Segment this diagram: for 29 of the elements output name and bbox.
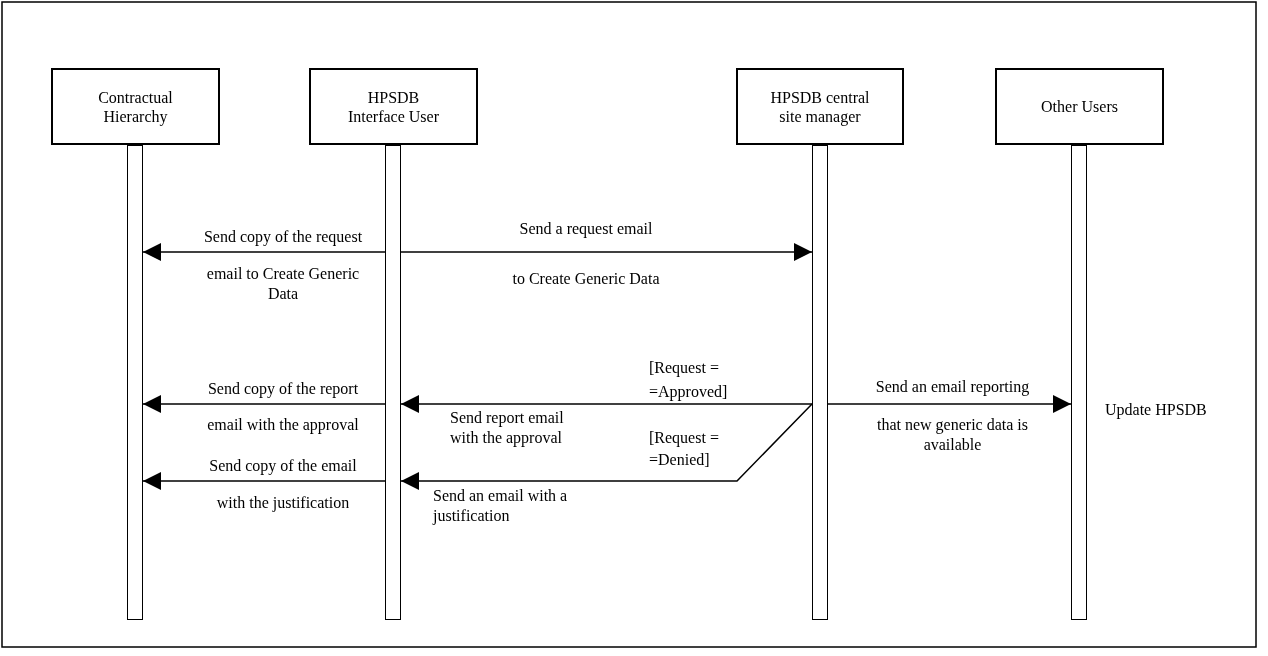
lifeline-box <box>736 68 904 145</box>
message-label: Send a request email to Create Generic Data <box>511 219 661 289</box>
lifeline-box <box>995 68 1164 145</box>
lifeline-name: HPSDB Interface User <box>346 87 440 126</box>
message-arrow <box>142 243 386 261</box>
lifeline-box <box>51 68 220 145</box>
guard-condition: [Request = =Approved] <box>649 358 729 403</box>
activation-bar <box>127 145 143 620</box>
activation-bar <box>1071 145 1087 620</box>
message-arrow <box>400 395 813 413</box>
message-label: Send copy of the email with the justification <box>208 456 358 513</box>
message-label: Send copy of the request email to Create Generic Data <box>202 227 364 304</box>
message-arrow <box>827 395 1072 413</box>
activation-bar <box>812 145 828 620</box>
message-label: Send an email with a justification <box>433 486 569 526</box>
note-text: Update HPSDB <box>1105 400 1208 420</box>
message-label: Send copy of the report email with the approval <box>206 379 360 435</box>
message-arrow <box>142 472 386 490</box>
lifeline-name: Contractual Hierarchy <box>97 87 174 126</box>
guard-condition: [Request = =Denied] <box>649 428 720 470</box>
activation-bar <box>385 145 401 620</box>
message-arrow <box>400 403 813 490</box>
message-label: Send report email with the approval <box>450 408 565 448</box>
message-label: Send an email reporting that new generic data is available <box>874 377 1031 455</box>
lifeline-name: Other Users <box>1040 97 1119 116</box>
lifeline-box <box>309 68 478 145</box>
lifeline-name: HPSDB central site manager <box>769 87 871 126</box>
message-arrow <box>400 243 813 261</box>
message-arrow <box>142 395 386 413</box>
